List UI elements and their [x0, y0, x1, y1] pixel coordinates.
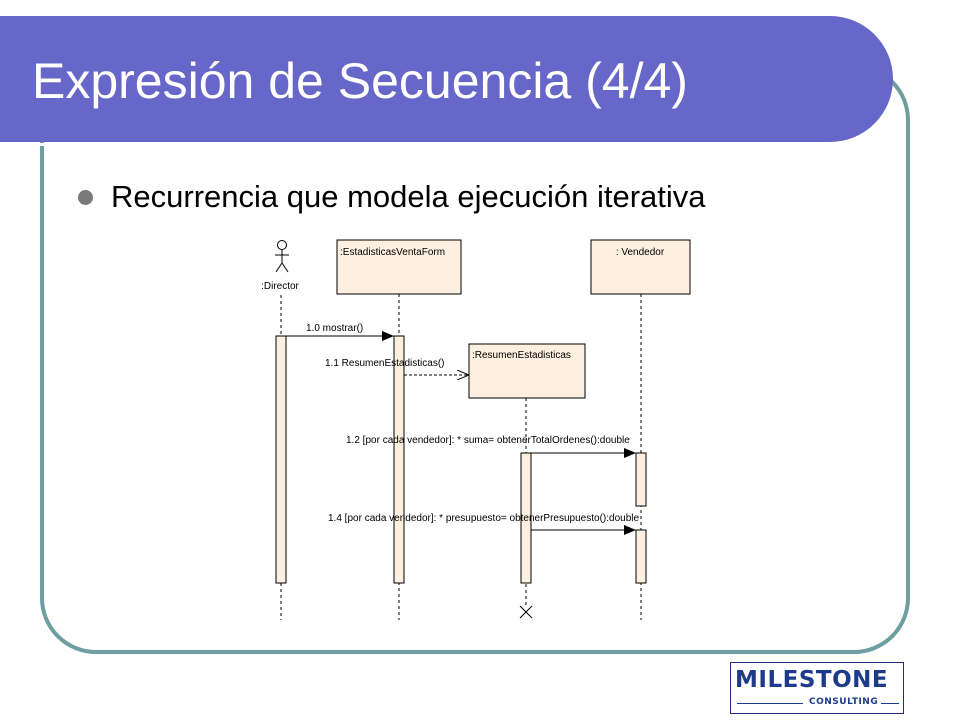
object-label-vendedor: : Vendedor: [616, 247, 665, 258]
object-box-vendedor: [590, 239, 691, 295]
message-label-2: 1.1 ResumenEstadisticas(): [325, 358, 445, 369]
title-band: Expresión de Secuencia (4/4): [0, 16, 893, 146]
logo-rule-left: [737, 703, 803, 704]
activation-bars: [275, 335, 647, 584]
actor-label: :Director: [261, 281, 299, 292]
bullet-dot-icon: [78, 190, 93, 205]
logo-name: MILESTONE: [735, 667, 889, 693]
object-box-resumen: [468, 343, 586, 399]
bullet-text: Recurrencia que modela ejecución iterati…: [111, 179, 706, 214]
logo-tagline: CONSULTING: [809, 697, 879, 707]
destroy-x-icon: [519, 605, 533, 619]
message-label-3: 1.2 [por cada vendedor]: * suma= obtener…: [346, 435, 630, 446]
title-underline: [0, 143, 848, 146]
actor-director-icon: [275, 240, 289, 273]
message-label-4: 1.4 [por cada vendedor]: * presupuesto= …: [328, 513, 639, 524]
object-label-resumen: :ResumenEstadisticas: [472, 350, 571, 361]
logo-rule-right: [881, 703, 899, 704]
lifelines: [280, 294, 642, 620]
object-box-form: [336, 239, 462, 295]
slide-title: Expresión de Secuencia (4/4): [32, 53, 688, 109]
message-label-1: 1.0 mostrar(): [306, 323, 363, 334]
object-label-form: :EstadisticasVentaForm: [340, 247, 445, 258]
milestone-logo: MILESTONE CONSULTING: [730, 662, 904, 714]
